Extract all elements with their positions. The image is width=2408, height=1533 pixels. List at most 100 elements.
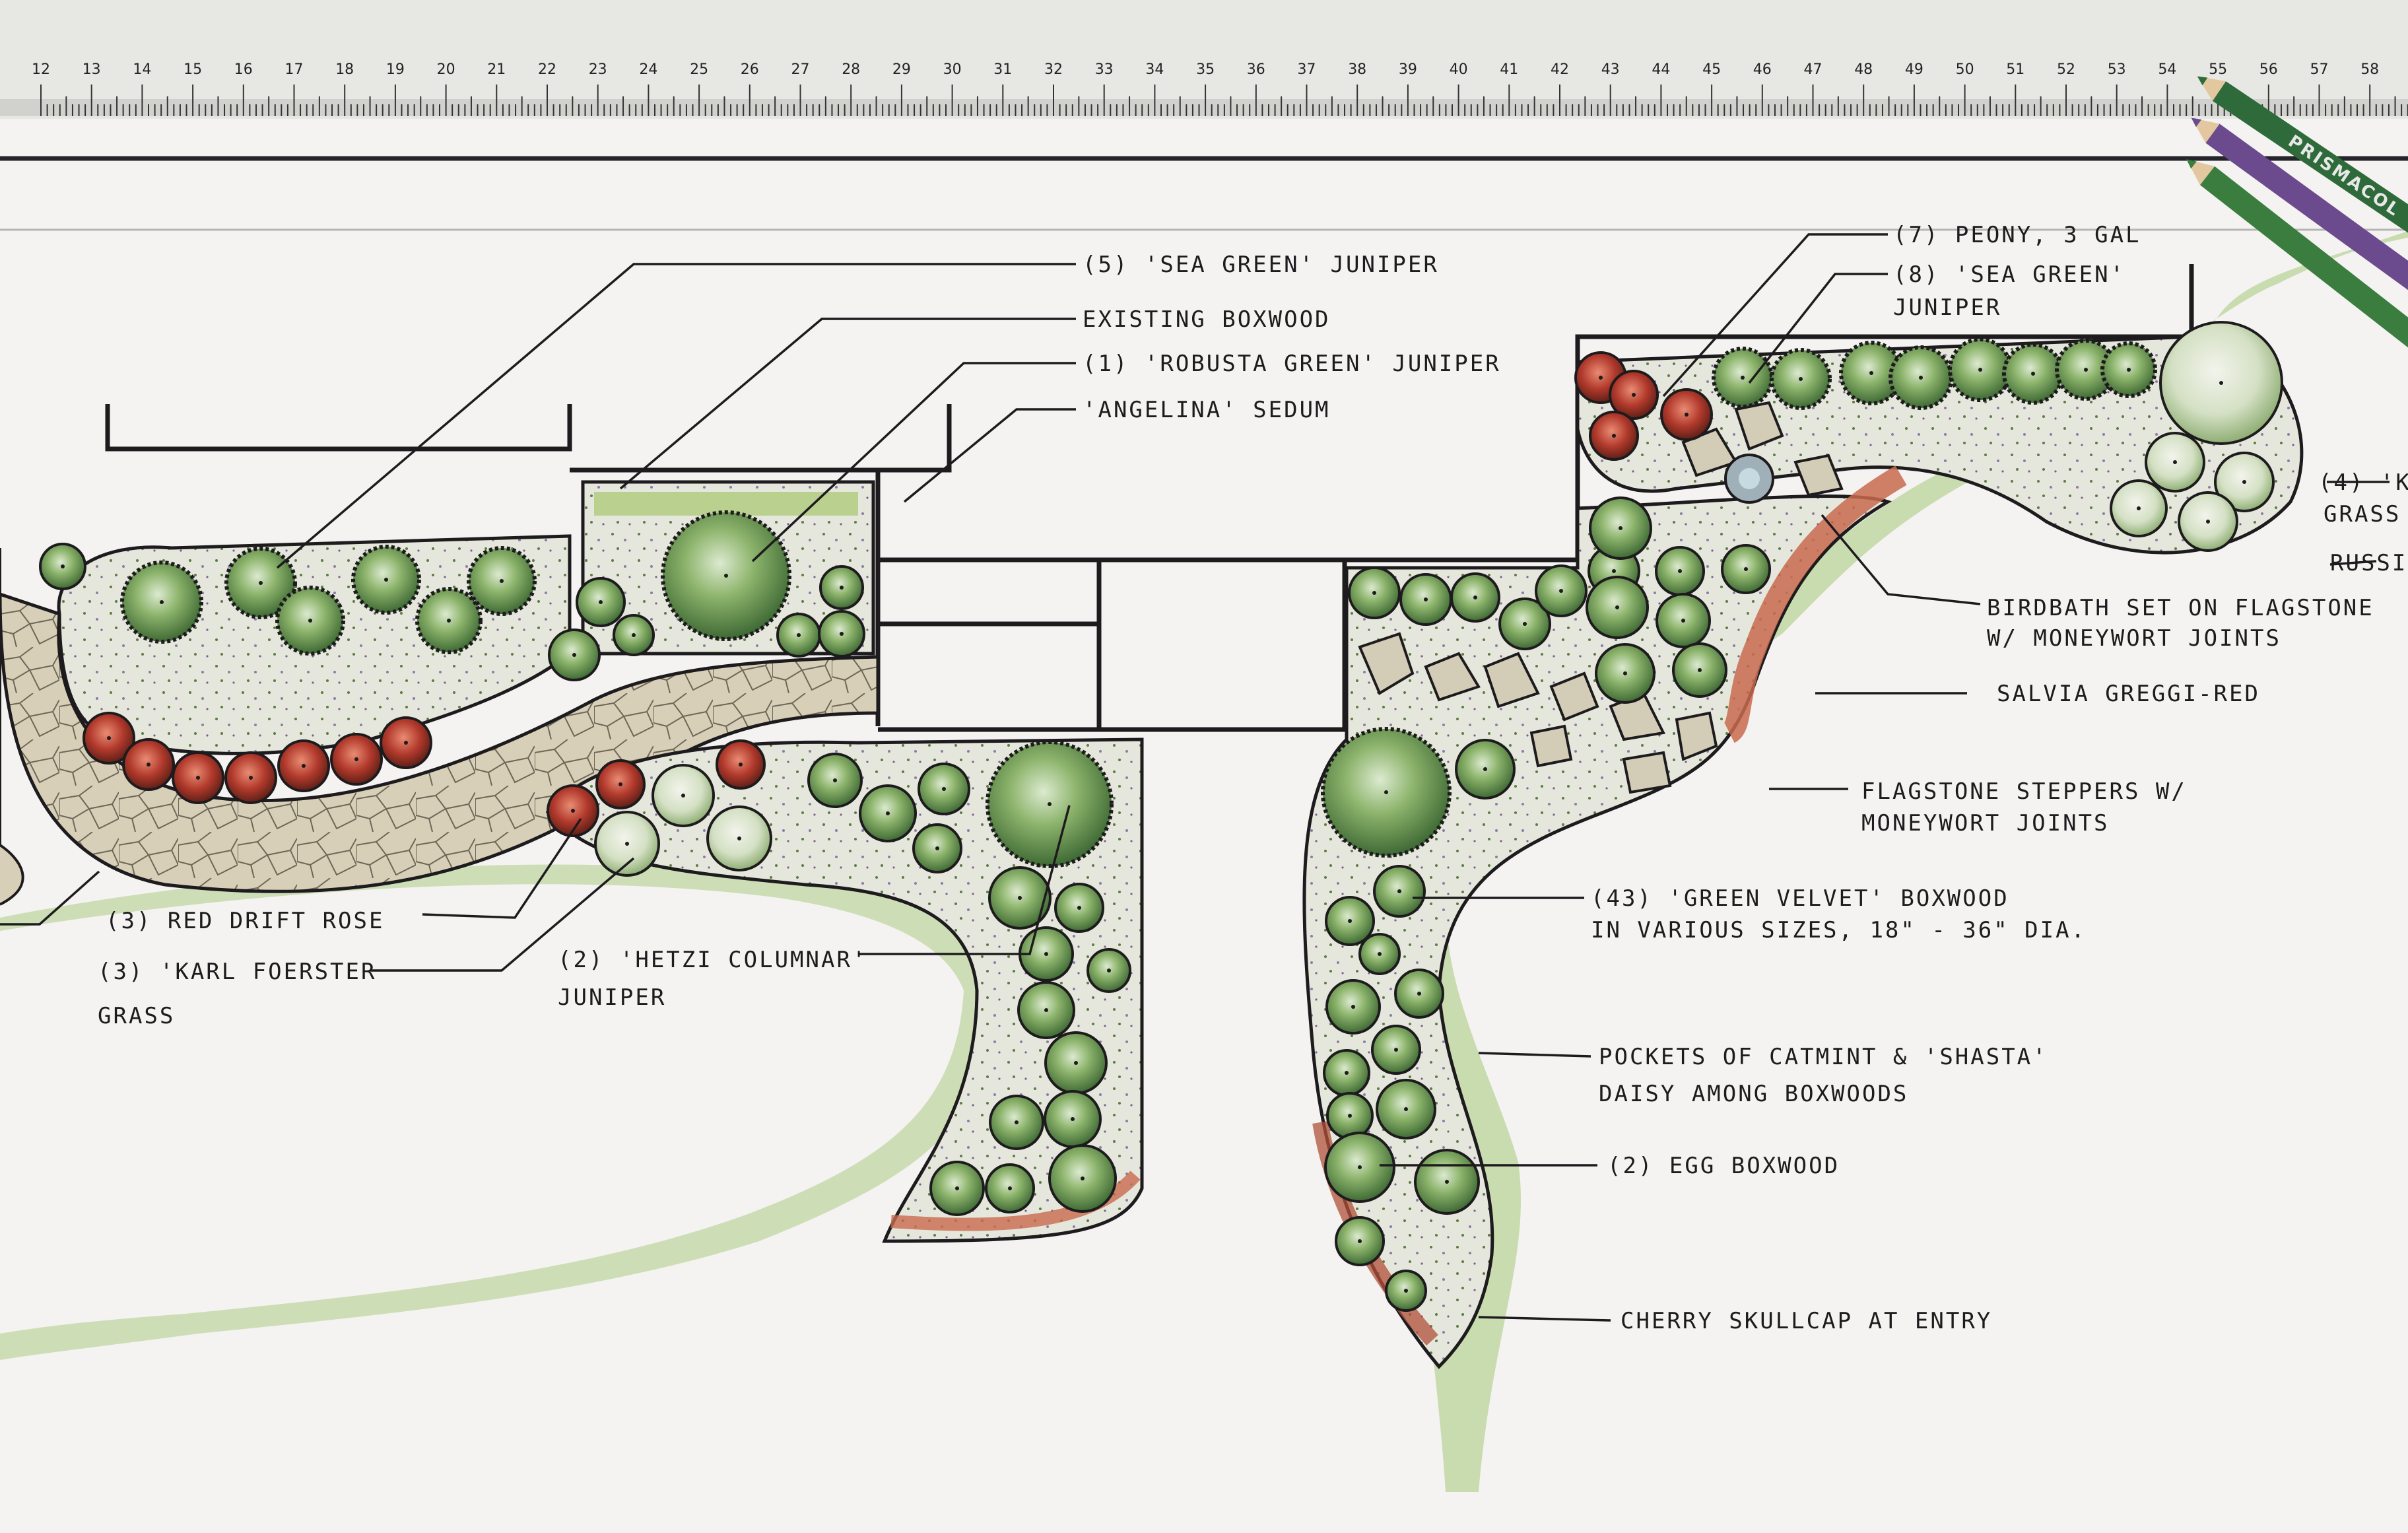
plant-center-dot xyxy=(107,736,111,740)
plant-center-dot xyxy=(2173,460,2177,464)
flagstone-walk-left xyxy=(0,592,880,893)
ruler-tick-label: 14 xyxy=(133,61,151,78)
plant-center-dot xyxy=(1348,1114,1352,1118)
label-karl-right-line2: GRASS xyxy=(2324,501,2401,528)
ruler-tick-label: 45 xyxy=(1702,61,1721,78)
label-sea-green-juniper-5: (5) 'SEA GREEN' JUNIPER xyxy=(1083,252,1439,278)
plant-center-dot xyxy=(1077,906,1081,910)
plant-center-dot xyxy=(1685,413,1689,417)
ruler-tick-label: 16 xyxy=(234,61,253,78)
ruler-tick-label: 51 xyxy=(2006,61,2024,78)
ruler-tick-label: 56 xyxy=(2259,61,2278,78)
plant-center-dot xyxy=(1107,969,1111,972)
plant-center-dot xyxy=(2031,372,2035,376)
label-red-drift-rose: (3) RED DRIFT ROSE xyxy=(106,908,384,934)
plant-center-dot xyxy=(1632,393,1636,397)
plant-center-dot xyxy=(1799,377,1803,381)
leader-lines xyxy=(0,233,2390,1322)
plant-center-dot xyxy=(1424,597,1428,601)
ruler-tick-label: 37 xyxy=(1298,61,1316,78)
plant-center-dot xyxy=(1394,1048,1398,1052)
label-sea-green-8-line2: JUNIPER xyxy=(1893,294,2001,321)
plant-center-dot xyxy=(196,776,200,780)
label-salvia: SALVIA GREGGI-RED xyxy=(1997,681,2260,707)
ruler-tick-label: 36 xyxy=(1247,61,1265,78)
plant-center-dot xyxy=(1071,1117,1075,1121)
plant-center-dot xyxy=(833,778,837,782)
plant-labels: (5) 'SEA GREEN' JUNIPER EXISTING BOXWOOD… xyxy=(98,222,2408,1334)
ruler-tick-label: 40 xyxy=(1450,61,1468,78)
ruler-tick-label: 35 xyxy=(1196,61,1215,78)
label-flagstone-line2: MONEYWORT JOINTS xyxy=(1861,810,2110,836)
plant-center-dot xyxy=(1397,889,1401,893)
ruler-tick-label: 44 xyxy=(1652,61,1670,78)
label-green-velvet-line1: (43) 'GREEN VELVET' BOXWOOD xyxy=(1591,885,2009,912)
salvia-greggi-red-bed xyxy=(1722,465,1907,743)
label-catmint-line1: POCKETS OF CATMINT & 'SHASTA' xyxy=(1599,1044,2048,1070)
plant-center-dot xyxy=(1615,605,1619,609)
plant-center-dot xyxy=(500,579,504,583)
label-egg-boxwood: (2) EGG BOXWOOD xyxy=(1607,1153,1840,1179)
plant-center-dot xyxy=(625,842,629,846)
plant-center-dot xyxy=(259,581,263,585)
plant-center-dot xyxy=(1623,671,1627,675)
plant-center-dot xyxy=(1358,1239,1362,1243)
label-catmint-line2: DAISY AMONG BOXWOODS xyxy=(1599,1081,1908,1107)
ruler-tick-label: 53 xyxy=(2108,61,2126,78)
plant-center-dot xyxy=(1378,952,1382,956)
label-birdbath-line2: W/ MONEYWORT JOINTS xyxy=(1987,625,2281,652)
plant-center-dot xyxy=(1074,1061,1078,1065)
plant-center-dot xyxy=(2127,368,2131,372)
pencil-green-bottom xyxy=(2186,159,2408,551)
lawn-area-left-inner xyxy=(0,884,964,1334)
plant-center-dot xyxy=(935,846,939,850)
plant-center-dot xyxy=(1473,596,1477,599)
plant-center-dot xyxy=(1018,896,1022,900)
plant-center-dot xyxy=(1345,1071,1349,1075)
ruler-tick-label: 32 xyxy=(1044,61,1063,78)
plant-center-dot xyxy=(249,776,253,780)
plant-center-dot xyxy=(1741,376,1745,380)
ruler-tick-label: 15 xyxy=(184,61,202,78)
ruler-tick-label: 57 xyxy=(2310,61,2329,78)
label-flagstone-line1: FLAGSTONE STEPPERS W/ xyxy=(1861,778,2187,805)
flagstone-steppers-right xyxy=(1358,401,1844,794)
ruler-tick-label: 55 xyxy=(2209,61,2227,78)
plant-center-dot xyxy=(1523,622,1527,626)
plant-center-dot xyxy=(1483,767,1487,771)
plant-center-dot xyxy=(840,586,844,590)
plant-center-dot xyxy=(1869,371,1873,375)
ruler-tick-label: 20 xyxy=(437,61,455,78)
ruler-tick-label: 42 xyxy=(1551,61,1569,78)
plant-center-dot xyxy=(1978,368,1982,372)
plant-center-dot xyxy=(1048,802,1052,806)
plant-center-dot xyxy=(1612,569,1616,573)
plant-center-dot xyxy=(147,763,150,766)
label-robusta-green-juniper: (1) 'ROBUSTA GREEN' JUNIPER xyxy=(1083,351,1501,377)
plant-center-dot xyxy=(1919,376,1923,380)
ruler-tick-label: 28 xyxy=(842,61,860,78)
ruler-tick-label: 21 xyxy=(487,61,506,78)
ruler-tick-label: 47 xyxy=(1804,61,1823,78)
plant-center-dot xyxy=(739,763,743,766)
ruler-tick-label: 52 xyxy=(2057,61,2075,78)
plant-center-dot xyxy=(632,633,636,637)
label-hetzi-line1: (2) 'HETZI COLUMNAR' xyxy=(558,947,867,973)
plant-center-dot xyxy=(2242,480,2246,484)
label-hetzi-line2: JUNIPER xyxy=(558,984,666,1011)
ruler-tick-label: 18 xyxy=(335,61,354,78)
plant-center-dot xyxy=(1744,567,1748,571)
ruler-tick-label: 23 xyxy=(589,61,607,78)
plant-center-dot xyxy=(1008,1186,1012,1190)
plant-center-dot xyxy=(1348,919,1352,923)
ruler-tick-label: 39 xyxy=(1399,61,1417,78)
plant-center-dot xyxy=(354,757,358,761)
ruler-tick-label: 30 xyxy=(943,61,962,78)
plant-center-dot xyxy=(1015,1120,1019,1124)
plant-center-dot xyxy=(61,564,65,568)
plant-center-dot xyxy=(1417,992,1421,996)
plant-center-dot xyxy=(1559,589,1563,593)
plant-center-dot xyxy=(302,764,306,768)
